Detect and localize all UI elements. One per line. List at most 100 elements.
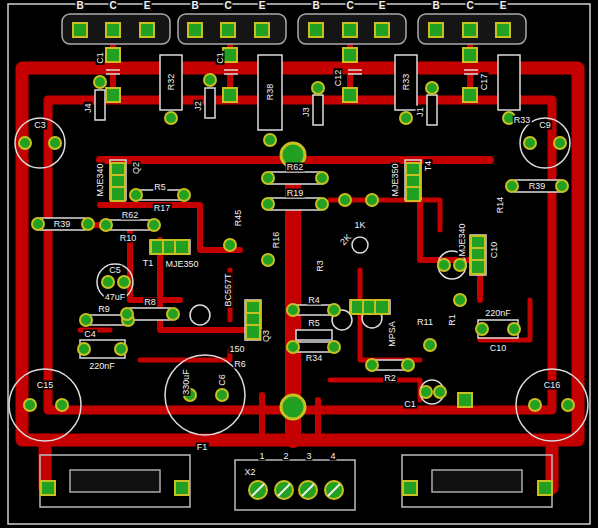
pads — [78, 343, 90, 355]
pads — [262, 172, 274, 184]
pads — [121, 308, 133, 320]
silkscreen — [418, 14, 526, 44]
pads — [524, 137, 536, 149]
part-label: C12 — [334, 69, 343, 88]
pads — [204, 74, 216, 86]
pads — [41, 481, 55, 495]
pads — [463, 48, 477, 62]
silkscreen — [62, 14, 170, 44]
part-label: R11 — [416, 318, 434, 327]
silkscreen — [296, 342, 332, 352]
pads — [24, 399, 36, 411]
silkscreen — [296, 330, 332, 340]
pads — [130, 189, 142, 201]
pads — [287, 304, 299, 316]
part-label: MPSA — [388, 320, 397, 348]
silkscreen — [427, 95, 437, 125]
silkscreen — [402, 455, 552, 507]
pin-name: C — [345, 1, 354, 11]
pads — [80, 314, 92, 326]
pads — [19, 137, 31, 149]
pads — [403, 481, 417, 495]
part-label: 4 — [329, 452, 336, 461]
silkscreen — [140, 190, 180, 200]
pads — [94, 76, 106, 88]
pads — [73, 23, 87, 37]
pads — [506, 180, 518, 192]
pads — [106, 88, 120, 102]
pads — [167, 308, 179, 320]
pads — [454, 259, 466, 271]
part-label: C15 — [36, 381, 55, 390]
pads — [255, 23, 269, 37]
pads — [178, 189, 190, 201]
silkscreen — [110, 220, 150, 230]
silkscreen — [106, 70, 478, 74]
silkscreen — [498, 55, 520, 110]
pads — [339, 194, 351, 206]
silkscreen — [470, 235, 486, 275]
board-outline — [8, 4, 590, 524]
part-label: J1 — [416, 106, 425, 118]
silkscreen — [9, 14, 588, 510]
pads — [538, 481, 552, 495]
pads — [221, 23, 235, 37]
part-label: R34 — [305, 354, 324, 363]
pads — [471, 260, 485, 274]
pin-name: E — [143, 1, 152, 11]
terminal-screws — [252, 484, 340, 496]
pads — [426, 82, 438, 94]
pads — [556, 180, 568, 192]
silkscreen — [516, 369, 588, 441]
part-label: R8 — [143, 298, 157, 307]
pin-name: C — [223, 1, 232, 11]
part-label: J2 — [194, 100, 203, 112]
pads — [175, 481, 189, 495]
copper-traces — [22, 30, 578, 488]
part-label: C1 — [96, 51, 105, 65]
silkscreen — [375, 360, 405, 370]
pads — [224, 239, 236, 251]
copper-traces — [230, 270, 420, 360]
part-label: R3 — [316, 259, 325, 273]
pin-name: B — [311, 1, 320, 11]
silkscreen — [520, 118, 570, 168]
pads — [106, 48, 120, 62]
pads — [463, 88, 477, 102]
silkscreen — [178, 14, 286, 44]
part-label: R32 — [167, 73, 176, 92]
pads — [402, 359, 414, 371]
part-label: MJE340 — [96, 162, 105, 197]
pads — [458, 393, 472, 407]
pads — [554, 137, 566, 149]
pin-name: C — [465, 1, 474, 11]
part-label: F1 — [196, 443, 209, 452]
pads — [328, 304, 340, 316]
part-label: R33 — [402, 73, 411, 92]
pads — [118, 276, 130, 288]
part-label: J3 — [302, 106, 311, 118]
part-label: C10 — [490, 241, 499, 260]
pads — [175, 240, 189, 254]
pads — [316, 198, 328, 210]
part-label: R19 — [286, 189, 305, 198]
pads — [264, 134, 276, 146]
part-label: 3 — [305, 452, 312, 461]
part-label: MJE350 — [391, 162, 400, 197]
pads — [140, 23, 154, 37]
pads — [508, 323, 520, 335]
part-label: R10 — [119, 234, 138, 243]
pads — [343, 23, 357, 37]
pads — [32, 218, 44, 230]
pads — [111, 187, 125, 201]
part-label: C6 — [218, 373, 227, 387]
part-label: 330uF — [182, 368, 191, 396]
part-label: C16 — [543, 381, 562, 390]
pads — [529, 399, 541, 411]
part-label: C17 — [480, 73, 489, 92]
copper-traces — [22, 68, 578, 440]
silkscreen — [110, 160, 126, 200]
part-label: R62 — [286, 163, 305, 172]
silkscreen — [9, 369, 81, 441]
